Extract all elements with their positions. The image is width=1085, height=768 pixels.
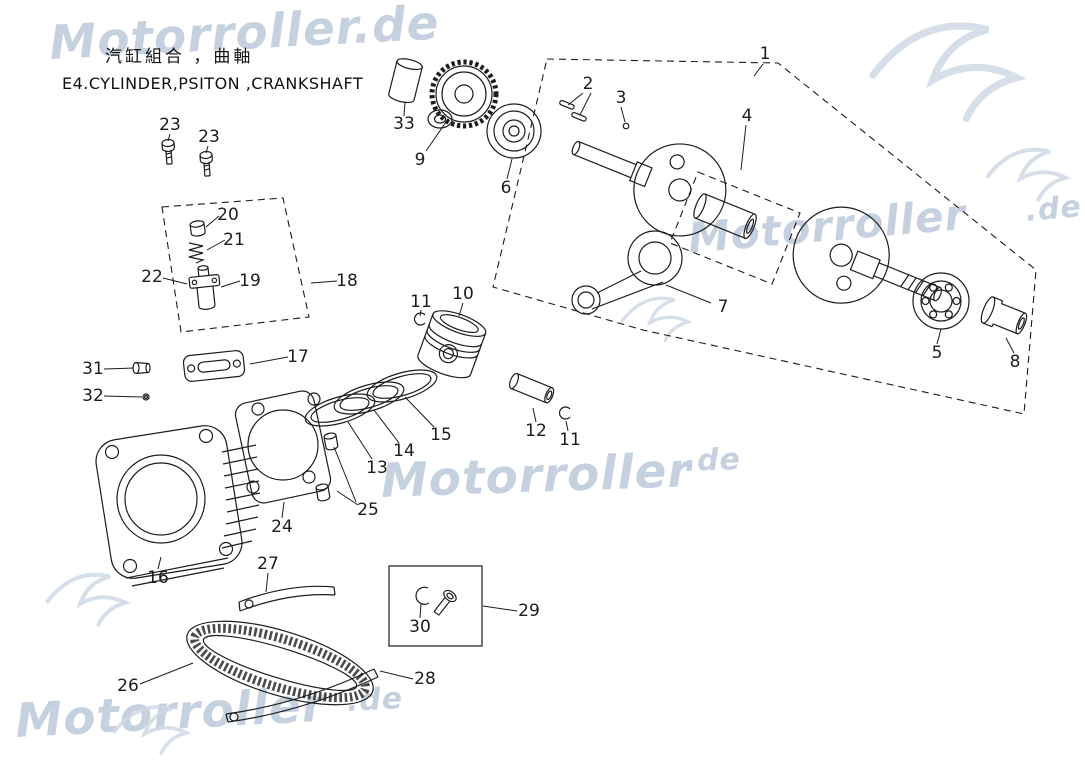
tensioner-spring bbox=[188, 242, 205, 264]
part-label-23: 23 bbox=[198, 127, 220, 147]
pin-clip bbox=[559, 406, 571, 420]
piston-rings bbox=[304, 369, 438, 427]
flange-bolt bbox=[161, 138, 175, 165]
part-label-4: 4 bbox=[741, 106, 753, 126]
part-label-17: 17 bbox=[287, 347, 309, 367]
cylinder-block bbox=[95, 425, 261, 587]
part-label-29: 29 bbox=[518, 601, 540, 621]
part-label-27: 27 bbox=[257, 554, 279, 574]
part-label-12: 12 bbox=[525, 421, 547, 441]
dowel-pin-small bbox=[622, 122, 630, 130]
dowel-pins bbox=[315, 432, 339, 502]
bird-logo-icon bbox=[112, 705, 192, 756]
part-label-6: 6 bbox=[500, 178, 512, 198]
part-label-20: 20 bbox=[217, 205, 239, 225]
timing-gear bbox=[427, 59, 499, 129]
part-label-16: 16 bbox=[147, 568, 169, 588]
part-label-28: 28 bbox=[414, 669, 436, 689]
part-label-23: 23 bbox=[159, 115, 181, 135]
part-label-32: 32 bbox=[82, 386, 104, 406]
bird-logo-icon bbox=[620, 296, 693, 343]
part-label-24: 24 bbox=[271, 517, 293, 537]
part-label-5: 5 bbox=[931, 343, 943, 363]
circlip bbox=[415, 586, 430, 605]
pin-clip bbox=[414, 312, 426, 326]
roller-sleeve bbox=[388, 58, 423, 104]
crankpin-group-outline bbox=[669, 171, 801, 285]
leader-lines bbox=[103, 63, 1015, 685]
pin-tiny bbox=[142, 393, 150, 401]
part-label-15: 15 bbox=[430, 425, 452, 445]
connecting-rod bbox=[571, 230, 683, 315]
crankshaft-group-outline bbox=[492, 58, 1037, 415]
tensioner-cap-nut bbox=[189, 220, 206, 237]
bird-logo-icon bbox=[45, 572, 132, 627]
crank-bushing bbox=[980, 296, 1028, 335]
part-label-10: 10 bbox=[452, 284, 474, 304]
part-label-11: 11 bbox=[410, 292, 432, 312]
piston bbox=[417, 310, 487, 379]
hardware-box bbox=[388, 565, 483, 647]
bird-logo-icon bbox=[985, 147, 1072, 202]
part-label-2: 2 bbox=[582, 74, 594, 94]
piston-pin bbox=[508, 372, 555, 404]
chain-guide-upper bbox=[238, 585, 336, 612]
tensioner-body bbox=[188, 265, 221, 310]
crank-bearing-left bbox=[486, 103, 542, 159]
part-label-1: 1 bbox=[759, 44, 771, 64]
part-label-9: 9 bbox=[414, 150, 426, 170]
part-label-11: 11 bbox=[559, 430, 581, 450]
part-label-31: 31 bbox=[82, 359, 104, 379]
part-label-30: 30 bbox=[409, 617, 431, 637]
flange-bolt bbox=[199, 150, 213, 177]
part-label-3: 3 bbox=[615, 88, 627, 108]
bird-logo-icon bbox=[869, 22, 1027, 123]
box-bolt bbox=[433, 589, 457, 616]
part-label-8: 8 bbox=[1009, 352, 1021, 372]
part-label-25: 25 bbox=[357, 500, 379, 520]
part-label-7: 7 bbox=[717, 297, 729, 317]
watermark-logos bbox=[45, 22, 1072, 756]
part-label-22: 22 bbox=[141, 267, 163, 287]
part-label-21: 21 bbox=[223, 230, 245, 250]
cylinder-gasket bbox=[234, 390, 332, 504]
part-label-18: 18 bbox=[336, 271, 358, 291]
part-label-19: 19 bbox=[239, 271, 261, 291]
tensioner-group-outline bbox=[161, 197, 310, 333]
part-label-14: 14 bbox=[393, 441, 415, 461]
part-label-13: 13 bbox=[366, 458, 388, 478]
part-label-33: 33 bbox=[393, 114, 415, 134]
tensioner-gasket bbox=[182, 350, 246, 382]
chain-guide-lower bbox=[225, 668, 379, 723]
part-label-26: 26 bbox=[117, 676, 139, 696]
